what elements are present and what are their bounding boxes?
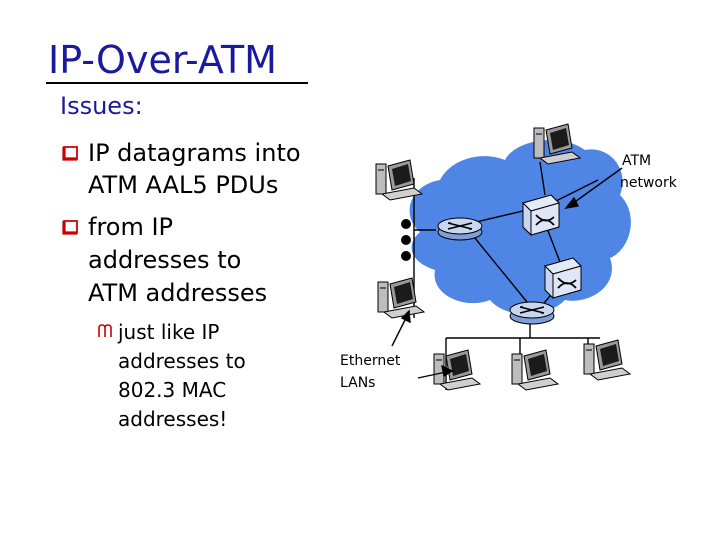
- ethernet-label-line-1: Ethernet: [340, 353, 401, 369]
- bullet-1-line-2: ATM AAL5 PDUs: [88, 171, 279, 199]
- ethernet-label-line-2: LANs: [340, 375, 376, 391]
- sub-bullet-line-4: addresses!: [118, 407, 228, 431]
- router-icon: [437, 217, 483, 241]
- issues-heading: Issues:: [60, 92, 143, 120]
- sub-bullet-line-1: just like IP: [118, 320, 220, 344]
- computer-icon: [377, 277, 425, 319]
- bullet-box-icon: [62, 146, 78, 161]
- sub-bullet-line-2: addresses to: [118, 349, 246, 373]
- computer-icon: [375, 159, 423, 201]
- bullet-box-icon: [62, 220, 78, 235]
- atm-switch-icon: [544, 257, 582, 299]
- atm-network-label-line-2: network: [620, 175, 677, 191]
- bullet-2-line-1: from IP: [88, 213, 174, 241]
- title-underline: [46, 82, 308, 84]
- computer-icon: [511, 349, 559, 391]
- bullet-1-line-1: IP datagrams into: [88, 139, 301, 167]
- atm-switch-icon: [522, 194, 560, 236]
- router-icon: [509, 301, 555, 325]
- bullet-2-line-2: addresses to: [88, 246, 242, 274]
- sub-bullet-icon: [98, 324, 112, 337]
- sub-bullet-line-3: 802.3 MAC: [118, 378, 227, 402]
- computer-icon: [433, 349, 481, 391]
- bullet-2-line-3: ATM addresses: [88, 279, 268, 307]
- slide-title: IP-Over-ATM: [48, 38, 277, 82]
- computer-icon: [583, 339, 631, 381]
- ellipsis-icon: [401, 219, 411, 261]
- atm-network-label-line-1: ATM: [622, 153, 652, 169]
